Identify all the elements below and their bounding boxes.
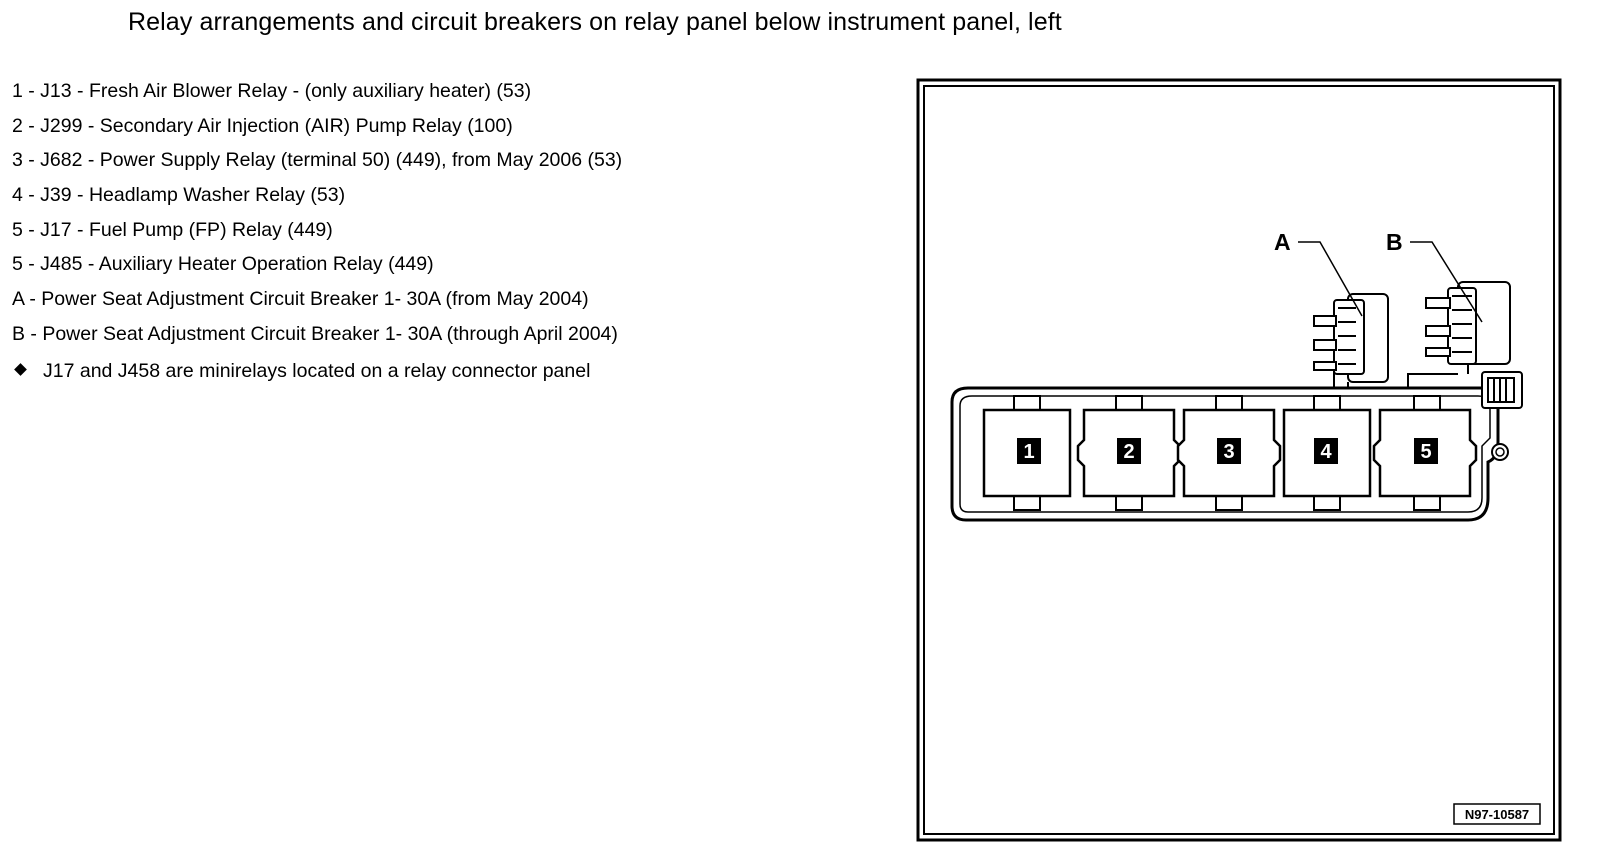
relay-number-2: 2 bbox=[1123, 441, 1134, 463]
legend-item-3: 3 - J682 - Power Supply Relay (terminal … bbox=[12, 149, 623, 172]
callout-leader-b bbox=[1410, 241, 1483, 323]
callout-leader-a bbox=[1298, 241, 1363, 317]
breaker-b bbox=[1425, 281, 1511, 365]
diagram-inner-frame bbox=[923, 85, 1555, 835]
relay-slot-1 bbox=[982, 395, 1072, 511]
legend-item-a: A - Power Seat Adjustment Circuit Breake… bbox=[12, 288, 589, 311]
legend-item-5: 5 - J17 - Fuel Pump (FP) Relay (449) bbox=[12, 218, 333, 241]
callout-label-b: B bbox=[1386, 229, 1403, 255]
legend-item-2: 2 - J299 - Secondary Air Injection (AIR)… bbox=[12, 114, 513, 137]
relay-badge-5 bbox=[1414, 438, 1438, 464]
relay-number-3: 3 bbox=[1223, 441, 1234, 463]
note-text: J17 and J458 are minirelays located on a… bbox=[43, 359, 591, 382]
breaker-a bbox=[1313, 293, 1389, 383]
legend-item-4: 4 - J39 - Headlamp Washer Relay (53) bbox=[12, 184, 346, 207]
relay-badge-4 bbox=[1314, 438, 1338, 464]
mounting-eye-icon bbox=[1491, 443, 1509, 461]
relay-panel-diagram: 1 2 3 4 5 A B N97-10587 bbox=[916, 78, 1562, 842]
relay-number-1: 1 bbox=[1023, 441, 1034, 463]
callout-label-a: A bbox=[1274, 229, 1291, 255]
relay-badge-3 bbox=[1217, 438, 1241, 464]
diagram-outer-frame bbox=[916, 78, 1562, 842]
diagram-canvas: 1 2 3 4 5 A B N97-10587 bbox=[916, 78, 1562, 842]
legend-note: J17 and J458 are minirelays located on a… bbox=[12, 354, 622, 389]
legend-item-b: B - Power Seat Adjustment Circuit Breake… bbox=[12, 322, 618, 345]
mounting-eye-hole bbox=[1495, 447, 1505, 457]
figure-id: N97-10587 bbox=[1465, 807, 1529, 822]
relay-number-4: 4 bbox=[1320, 441, 1332, 463]
legend-list: 1 - J13 - Fresh Air Blower Relay - (only… bbox=[12, 74, 622, 388]
relay-badge-2 bbox=[1117, 438, 1141, 464]
legend-item-6: 5 - J485 - Auxiliary Heater Operation Re… bbox=[12, 253, 434, 276]
diamond-bullet-icon bbox=[14, 363, 27, 377]
relay-number-5: 5 bbox=[1420, 441, 1431, 463]
side-connector bbox=[1481, 371, 1523, 409]
legend-item-1: 1 - J13 - Fresh Air Blower Relay - (only… bbox=[12, 80, 532, 102]
breaker-wires bbox=[1333, 364, 1469, 390]
page-title: Relay arrangements and circuit breakers … bbox=[128, 8, 1062, 36]
figure-id-box bbox=[1453, 803, 1541, 825]
relay-badge-1 bbox=[1017, 438, 1041, 464]
